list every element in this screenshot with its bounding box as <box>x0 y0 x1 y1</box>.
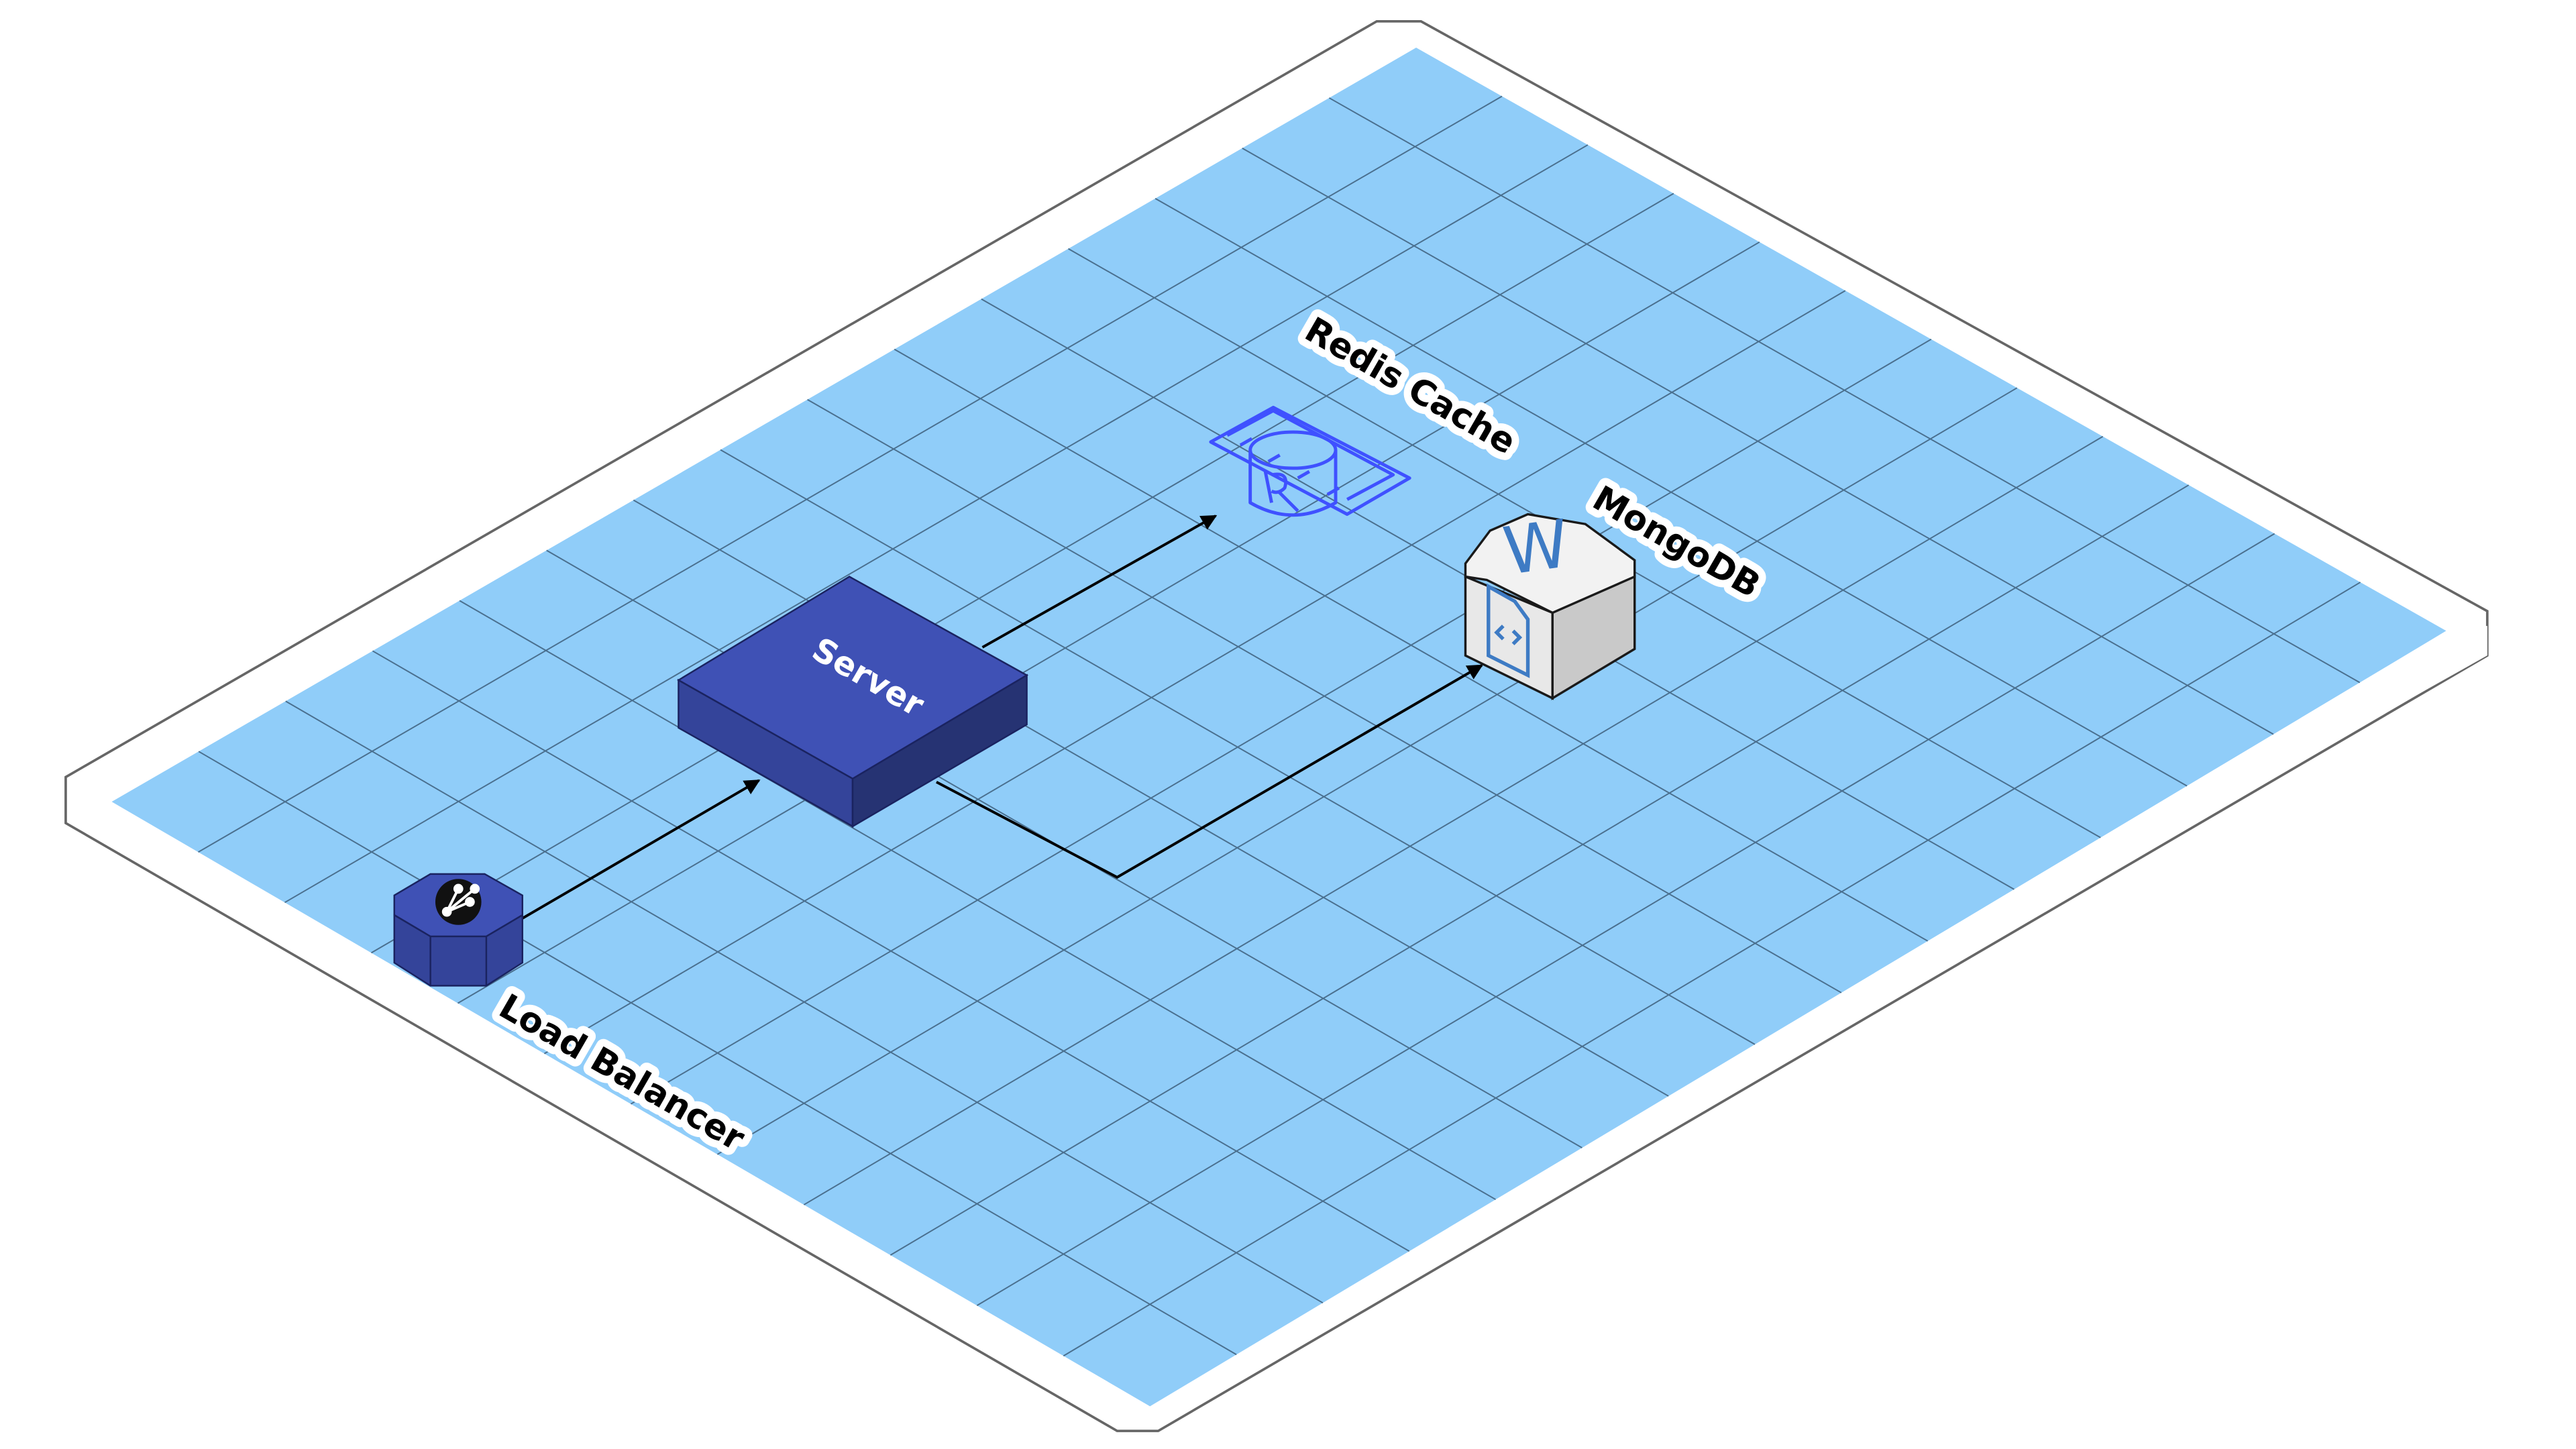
server-right-face <box>851 674 1028 828</box>
load-balancer-node[interactable] <box>393 873 523 987</box>
grid-line <box>976 533 2275 1306</box>
grid-line <box>284 144 1589 904</box>
mongodb-side <box>1551 574 1636 700</box>
connectors <box>521 515 1484 920</box>
share-network-icon <box>441 883 480 917</box>
grid-line <box>198 95 1503 853</box>
edge-server-to-mongodb <box>936 664 1484 879</box>
grid-floor <box>111 48 2447 1407</box>
load-balancer-body <box>393 913 523 987</box>
edge-server-to-redis-cache <box>981 515 1218 649</box>
redis-cache-icon[interactable] <box>1209 405 1411 517</box>
document-code-icon <box>1487 583 1530 678</box>
mongodb-w-glyph: W <box>1499 506 1574 590</box>
grid-line <box>803 435 2104 1205</box>
grid-line <box>716 387 2018 1155</box>
grid-line <box>543 290 1846 1055</box>
server-node[interactable]: Server <box>677 576 1029 828</box>
mongodb-node[interactable]: W <box>1464 506 1636 700</box>
grid-torn-edge <box>1150 626 2487 1407</box>
edge-load-balancer-to-server <box>521 779 761 920</box>
grid-line <box>457 241 1760 1004</box>
grid-line <box>1063 582 2361 1357</box>
grid-line <box>370 193 1674 954</box>
container-frame-rim <box>65 654 2488 1432</box>
grid-line <box>630 338 1932 1105</box>
grid-line <box>890 484 2190 1256</box>
